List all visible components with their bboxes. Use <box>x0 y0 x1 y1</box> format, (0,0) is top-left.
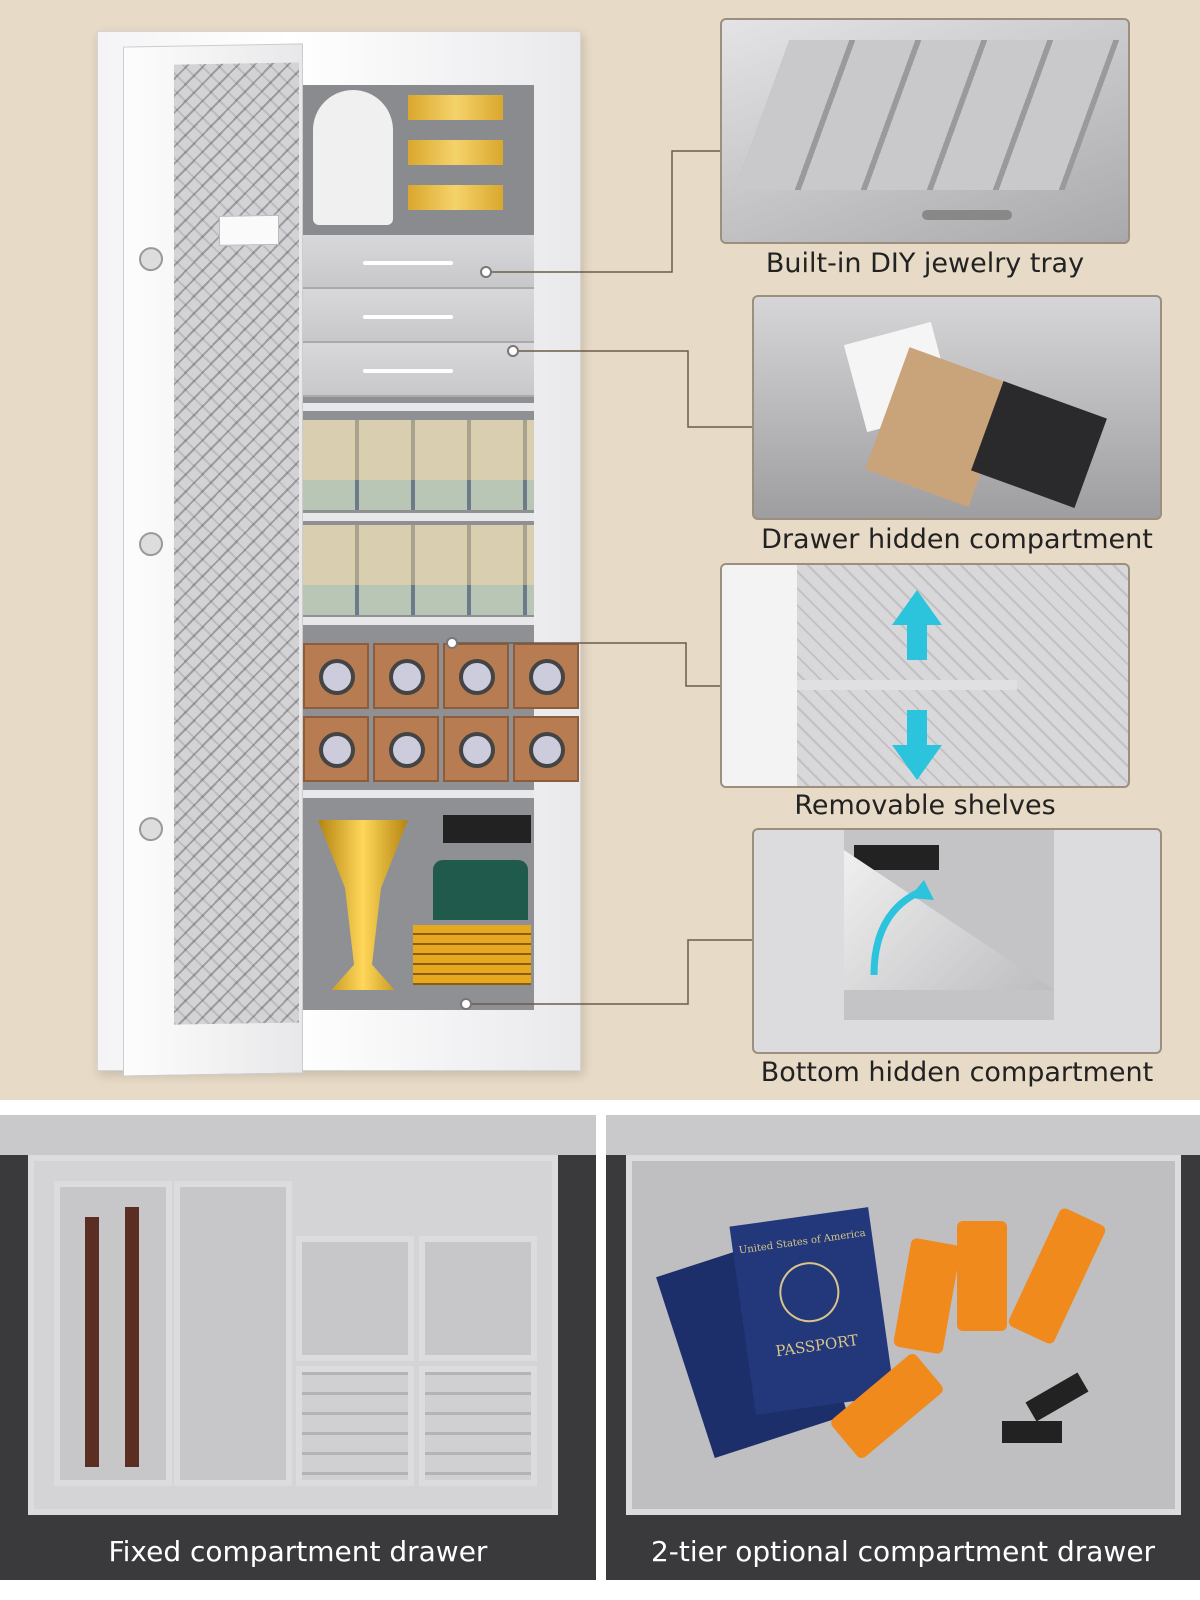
feature-caption: Drawer hidden compartment <box>761 524 1153 555</box>
jewelry-box <box>433 860 528 920</box>
shelf <box>303 617 534 625</box>
safe-interior <box>303 85 579 1010</box>
bottom-compartment-photo <box>752 828 1162 1054</box>
pill-bottle <box>957 1221 1007 1331</box>
cash-stack <box>303 420 534 510</box>
jewelry-tray-photo <box>720 18 1130 244</box>
drawer-caption: 2-tier optional compartment drawer <box>650 1535 1156 1568</box>
power-outlet <box>443 815 531 843</box>
usb-drive <box>1002 1421 1062 1443</box>
optional-drawer-photo: United States of America PASSPORT 2-tier… <box>606 1115 1200 1580</box>
pill-bottle <box>892 1237 962 1355</box>
earring-compartment <box>296 1236 414 1361</box>
hotspot <box>507 345 519 357</box>
bracelet <box>408 185 503 210</box>
removable-shelves-photo <box>720 563 1130 788</box>
cash-stack <box>303 525 534 615</box>
shelf <box>303 513 534 521</box>
drawer[interactable] <box>303 289 534 343</box>
ring-compartment <box>419 1366 537 1486</box>
drawer[interactable] <box>303 235 534 289</box>
top-section: Built-in DIY jewelry tray Drawer hidden … <box>0 0 1200 1100</box>
connector-lines <box>452 150 752 1005</box>
passport: United States of America PASSPORT <box>729 1207 895 1415</box>
drawer-caption: Fixed compartment drawer <box>108 1535 488 1568</box>
bracelet <box>408 140 503 165</box>
shelf <box>303 790 534 798</box>
ring-compartment <box>296 1366 414 1486</box>
hotspot <box>480 266 492 278</box>
bracelet <box>408 95 503 120</box>
fixed-drawer-photo: Fixed compartment drawer <box>0 1115 596 1580</box>
shelf <box>303 403 534 411</box>
earring-compartment <box>419 1236 537 1361</box>
hotspot <box>446 637 458 649</box>
feature-caption: Removable shelves <box>794 790 1056 821</box>
drawer-compartment-photo <box>752 295 1162 520</box>
hotspot <box>460 998 472 1010</box>
rotate-arrow-icon <box>870 880 934 976</box>
necklace-bust <box>313 90 393 225</box>
up-down-arrow-icon <box>892 590 942 780</box>
feature-caption: Built-in DIY jewelry tray <box>765 248 1085 279</box>
watch-winder <box>303 643 579 785</box>
usb-drive <box>1025 1372 1089 1422</box>
pill-bottle <box>1006 1206 1108 1346</box>
necklace-compartment <box>174 1181 292 1486</box>
drawer[interactable] <box>303 343 534 397</box>
gold-bars <box>413 925 531 985</box>
watch-compartment <box>54 1181 172 1486</box>
feature-caption: Bottom hidden compartment <box>760 1057 1154 1088</box>
jewelry-display <box>303 85 534 235</box>
